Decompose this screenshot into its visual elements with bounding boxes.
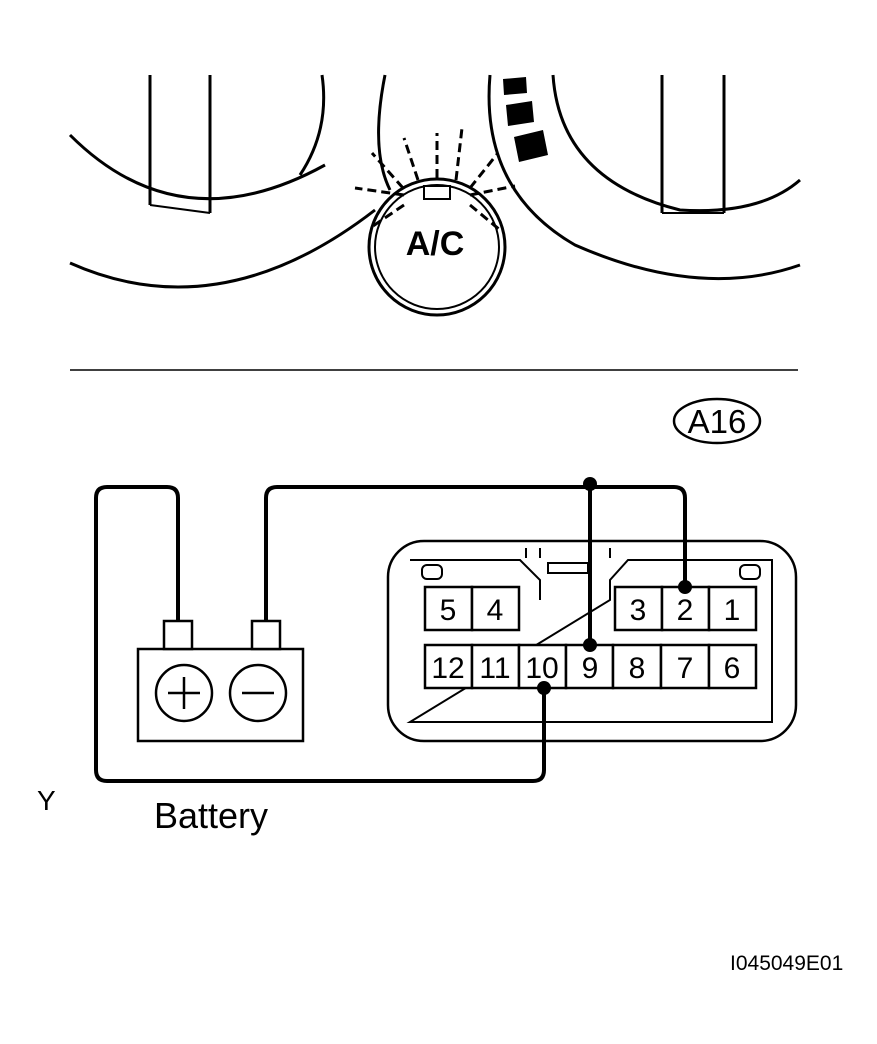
connector-latch-right [739,564,761,580]
terminal-number: 9 [582,652,599,685]
terminal-number: 6 [724,652,741,685]
connector-latch-left [421,564,443,580]
ac-button-outer-ring [367,177,507,317]
ac-button-label: A/C [406,225,465,263]
terminal-11 [470,643,521,690]
terminal-12 [423,643,474,690]
glow-ray [369,203,405,230]
wire-positive-to-terminal-10 [94,485,546,783]
glow-ray [469,184,516,197]
glow-ray [354,186,405,197]
terminal-number: 1 [724,594,741,627]
terminal-number: 8 [629,652,646,685]
indicator-glow-rays [354,127,516,232]
battery-negative-post [250,619,282,651]
right-vent-inner-arc [551,74,801,213]
level-indicator-segments [503,77,548,162]
left-vent-side [298,74,326,176]
battery [136,619,305,743]
terminal-number: 11 [479,652,510,685]
glow-ray [454,127,464,181]
probe-dot-terminal-2 [678,580,692,594]
terminal-number: 4 [487,594,504,627]
probe-dots [537,477,692,695]
terminal-5 [423,585,474,632]
glow-ray [402,137,420,181]
terminal-number: 12 [431,652,464,685]
terminal-number: 7 [677,652,694,685]
terminal-6 [707,643,758,690]
test-wires [94,484,687,783]
level-segment [506,101,534,126]
glow-ray [370,152,405,189]
side-mark-label: Y [37,785,56,816]
left-vent-inner-arc [68,133,326,201]
battery-label: Battery [154,795,268,836]
terminal-number: 2 [677,594,694,627]
ac-indicator-lamp [423,185,451,200]
probe-dot-terminal-9 [583,638,597,652]
connector-id-badge [672,397,762,445]
terminal-9 [564,643,615,690]
left-vent-blade-base [149,204,211,214]
terminal-3 [613,585,664,632]
terminal-number: 10 [525,652,558,685]
connector-id-label: A16 [688,403,747,440]
level-segment [503,77,527,95]
terminal-1 [707,585,758,632]
glow-ray [468,152,500,189]
terminal-number: 3 [630,594,647,627]
right-vent-outer-arc [487,74,801,281]
terminal-numbers: 5 4 3 2 1 12 11 10 9 8 7 6 [431,594,740,685]
wire-junction-dot [583,477,597,491]
left-vent-outer-arc [69,208,376,289]
battery-positive-post [162,619,194,651]
ac-panel-illustration [68,74,801,317]
connector-key [547,562,589,574]
level-segment [514,130,548,162]
left-vent-right-edge [377,74,392,191]
terminal-number: 5 [440,594,457,627]
wire-negative-to-terminal-2 [264,485,687,621]
probe-dot-terminal-10 [537,681,551,695]
connector-terminals [423,585,758,690]
figure-id-label: I045049E01 [730,952,843,975]
terminal-4 [470,585,521,632]
connector-inner-shell [406,559,773,723]
glow-ray [469,203,501,232]
terminal-10 [517,643,568,690]
